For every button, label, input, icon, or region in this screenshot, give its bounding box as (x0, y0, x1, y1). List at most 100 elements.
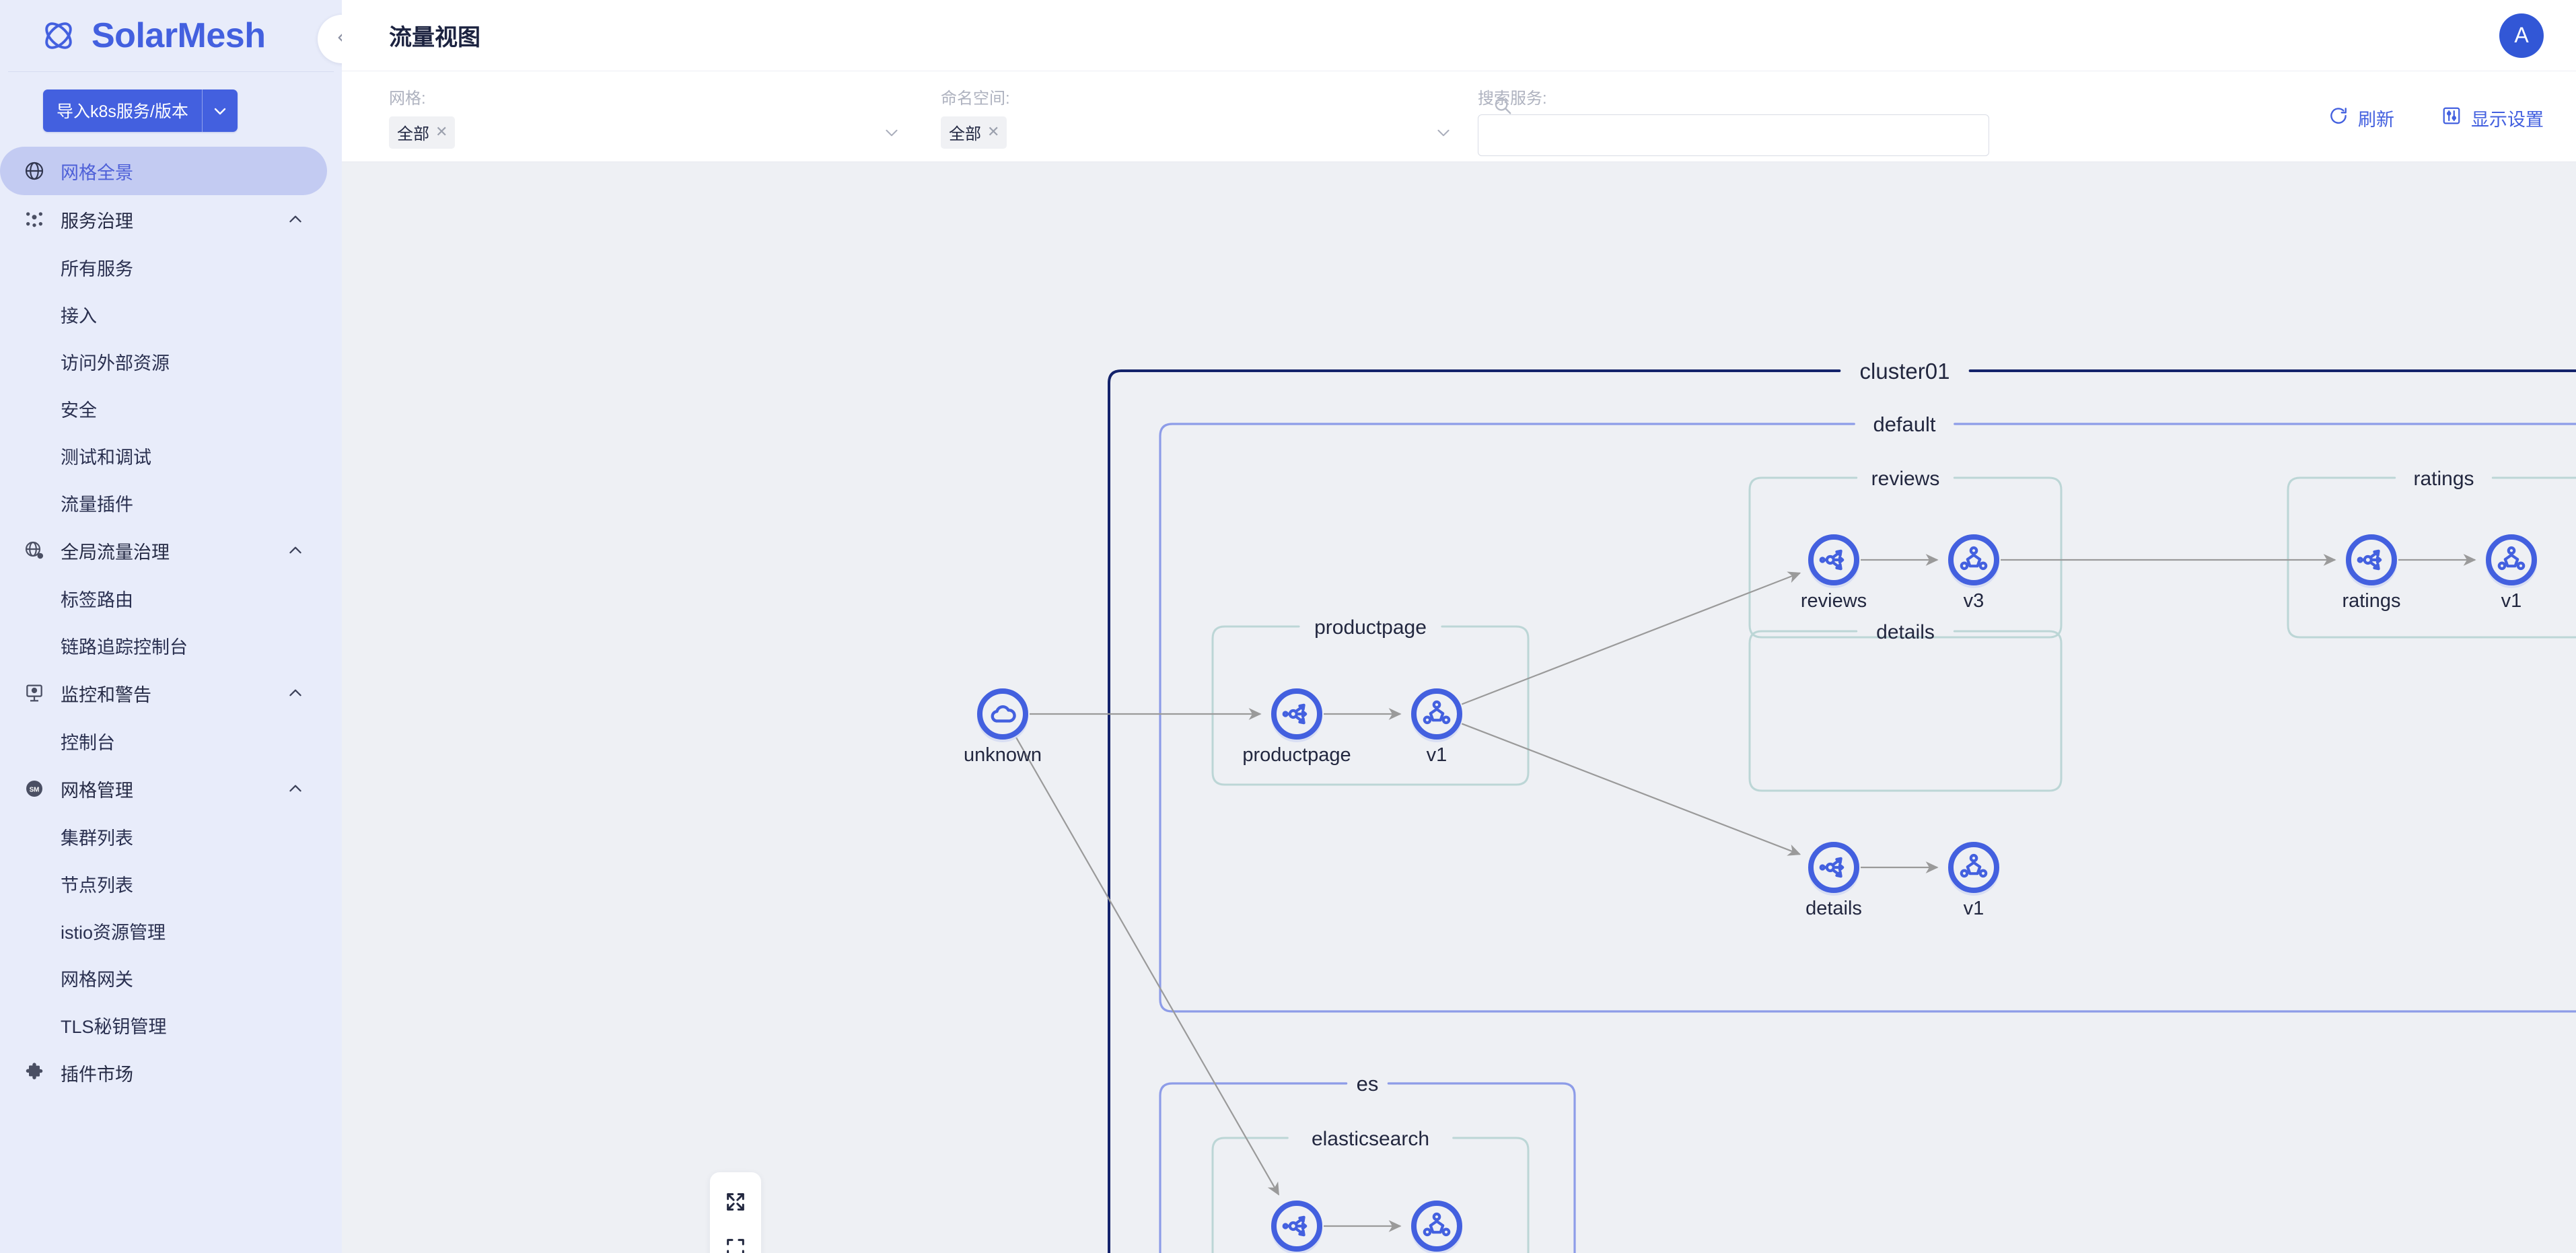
graph-node-pp-v1[interactable]: v1 (1411, 688, 1462, 766)
graph-node-rev-svc[interactable]: reviews (1801, 534, 1867, 612)
service-arrow-down (1298, 1229, 1305, 1237)
cluster-label: cluster01 (1860, 359, 1950, 384)
mesh-select[interactable]: 全部 ✕ (389, 114, 900, 151)
import-button-separator (201, 90, 203, 132)
service-arrow-up (1835, 549, 1842, 557)
sidebar-item-item-0[interactable]: 网格全景 (0, 147, 327, 195)
chevron-up-icon[interactable] (287, 780, 304, 797)
globe-gear-icon (23, 539, 46, 562)
app-label: reviews (1871, 468, 1940, 490)
graph-nodes: unknown productpage v1 reviews v3 ratings v1 de… (964, 534, 2537, 1253)
topbar: 流量视图 A (342, 0, 2576, 71)
graph-edge[interactable] (1461, 571, 1801, 705)
sidebar-subitem-item-17[interactable]: 网格网关 (0, 954, 342, 1001)
brand[interactable]: SolarMesh (0, 0, 342, 71)
sidebar-subitem-label: 网格网关 (61, 969, 133, 990)
graph-node-pp-svc[interactable]: productpage (1242, 688, 1351, 766)
sidebar-subitem-label: istio资源管理 (61, 922, 166, 943)
sidebar-subitem-item-5[interactable]: 安全 (0, 385, 342, 432)
sidebar-subitem-item-9[interactable]: 标签路由 (0, 575, 342, 622)
sidebar-item-item-19[interactable]: 插件市场 (0, 1048, 342, 1097)
sliders-icon (2441, 106, 2462, 131)
sidebar-subitem-label: 节点列表 (61, 875, 133, 896)
chevron-up-icon[interactable] (287, 542, 304, 559)
service-arrow-down (1835, 870, 1842, 878)
graph-node-det-svc[interactable]: details (1805, 842, 1862, 919)
graph-node-rat-svc[interactable]: ratings (2342, 534, 2401, 612)
chevron-up-icon[interactable] (287, 211, 304, 228)
chevron-down-icon[interactable] (883, 124, 900, 141)
fit-screen-icon (724, 1236, 747, 1253)
graph-node-es-svc[interactable]: elasticsearch (1240, 1201, 1353, 1253)
sidebar-subitem-tls[interactable]: TLS秘钥管理 (0, 1001, 342, 1048)
sidebar-group-item-1[interactable]: 服务治理 (0, 195, 342, 244)
chevron-up-icon[interactable] (287, 684, 304, 702)
app-group-elasticsearch: elasticsearch (1211, 1128, 1530, 1253)
fit-screen-button[interactable] (710, 1226, 761, 1253)
workload-left-node (2497, 561, 2507, 571)
mesh-selected-value: 全部 (397, 124, 429, 143)
node-label: details (1805, 898, 1862, 919)
workload-top-node (1432, 1212, 1441, 1221)
workload-right-node (1978, 869, 1988, 878)
page-title: 流量视图 (389, 25, 480, 50)
sidebar-menu: 网格全景服务治理所有服务接入访问外部资源安全测试和调试流量插件全局流量治理标签路… (0, 147, 342, 1097)
sidebar-subitem-istio[interactable]: istio资源管理 (0, 907, 342, 954)
sidebar-subitem-item-6[interactable]: 测试和调试 (0, 432, 342, 479)
sidebar-subitem-item-12[interactable]: 控制台 (0, 717, 342, 764)
workload-top-node (1969, 546, 1978, 555)
sidebar-group-item-8[interactable]: 全局流量治理 (0, 526, 342, 575)
main-area: 流量视图 A 网格: 全部 ✕ 命名空间: (342, 0, 2576, 1253)
import-k8s-button[interactable]: 导入k8s服务/版本 (43, 90, 238, 132)
sidebar-subitem-label: TLS秘钥管理 (61, 1016, 167, 1037)
sidebar-subitem-item-4[interactable]: 访问外部资源 (0, 338, 342, 385)
search-input[interactable] (1478, 114, 1989, 156)
close-icon[interactable]: ✕ (987, 123, 1000, 140)
app-label: elasticsearch (1312, 1128, 1429, 1150)
graph-node-det-v1[interactable]: v1 (1948, 842, 1999, 919)
service-icon (2357, 549, 2382, 571)
avatar-letter: A (2514, 23, 2529, 47)
sidebar-subitem-item-3[interactable]: 接入 (0, 291, 342, 338)
graph-toolbar (710, 1172, 761, 1253)
sidebar-item-label: 插件市场 (61, 1064, 133, 1085)
graph-node-rev-v3[interactable]: v3 (1948, 534, 1999, 612)
workload-left-node (1423, 715, 1432, 725)
filter-bar-actions: 刷新 显示设置 (2328, 71, 2544, 131)
node-label: ratings (2342, 590, 2400, 612)
display-settings-label: 显示设置 (2471, 110, 2544, 130)
graph-edge[interactable] (1015, 737, 1280, 1196)
search-service-label: 搜索服务: (1478, 90, 1547, 108)
service-arrow-mid (1301, 1222, 1308, 1230)
workload-icon (2497, 546, 2526, 571)
workload-top-node (1969, 853, 1978, 863)
graph-node-rat-v1[interactable]: v1 (2486, 534, 2537, 612)
refresh-button[interactable]: 刷新 (2328, 105, 2394, 131)
sidebar-subitem-label: 集群列表 (61, 828, 133, 849)
chevron-down-icon[interactable] (1435, 124, 1452, 141)
service-arrow-up (2373, 549, 2380, 557)
sidebar-subitem-item-7[interactable]: 流量插件 (0, 479, 342, 526)
graph-node-unknown[interactable]: unknown (964, 688, 1042, 766)
sidebar-subitem-item-15[interactable]: 节点列表 (0, 860, 342, 907)
service-arrow-mid (1838, 863, 1845, 871)
display-settings-button[interactable]: 显示设置 (2441, 105, 2544, 131)
sidebar-group-label: 全局流量治理 (61, 542, 170, 563)
service-arrow-down (2373, 563, 2380, 571)
avatar[interactable]: A (2499, 13, 2544, 58)
graph-edge[interactable] (1461, 723, 1801, 856)
graph-node-es-v1[interactable]: v1 (1411, 1201, 1462, 1253)
close-icon[interactable]: ✕ (435, 123, 448, 140)
workload-right-node (2516, 561, 2526, 571)
chevron-down-icon[interactable] (203, 90, 238, 132)
namespace-select[interactable]: 全部 ✕ (941, 114, 1452, 151)
expand-arrows-button[interactable] (710, 1180, 761, 1226)
sidebar-group-item-11[interactable]: 监控和警告 (0, 669, 342, 717)
sidebar-subitem-item-14[interactable]: 集群列表 (0, 813, 342, 860)
sidebar-subitem-item-2[interactable]: 所有服务 (0, 244, 342, 291)
sidebar-subitem-item-10[interactable]: 链路追踪控制台 (0, 622, 342, 669)
service-icon (1819, 549, 1845, 571)
